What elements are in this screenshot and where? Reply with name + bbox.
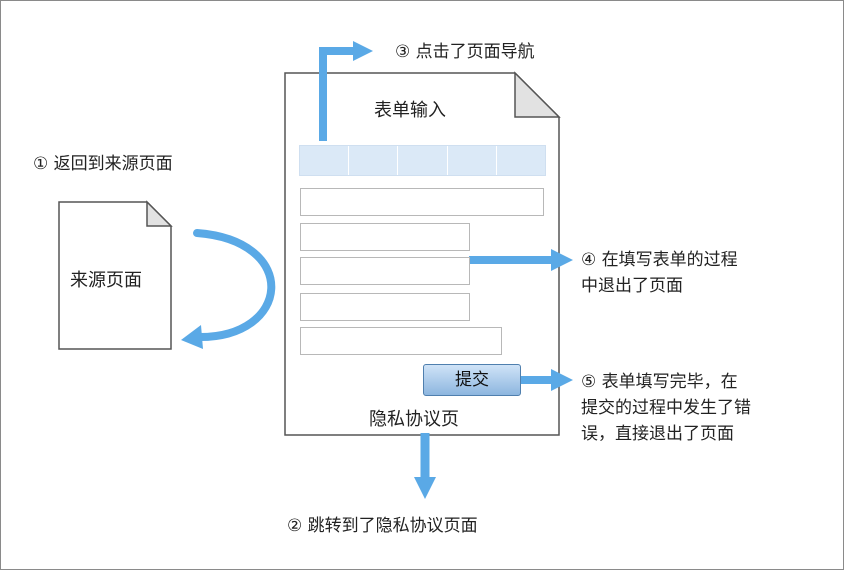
annotation-exit-submit-line1: ⑤ 表单填写完毕，在 xyxy=(581,372,738,392)
form-field-1[interactable] xyxy=(300,188,544,216)
nav-item[interactable] xyxy=(349,146,399,175)
submit-button[interactable]: 提交 xyxy=(423,364,521,396)
annotation-exit-submit: ⑤ 表单填写完毕，在 提交的过程中发生了错 误，直接退出了页面 xyxy=(581,369,751,447)
nav-item[interactable] xyxy=(448,146,497,175)
form-field-3[interactable] xyxy=(300,257,470,285)
arrow-exit-submit xyxy=(521,369,573,391)
nav-item[interactable] xyxy=(300,146,350,175)
arrow-exit-filling xyxy=(469,249,573,271)
annotation-exit-filling-line1: ④ 在填写表单的过程 xyxy=(581,250,738,270)
source-document-fold xyxy=(146,200,173,227)
form-field-4[interactable] xyxy=(300,293,470,321)
page-navigation-bar[interactable] xyxy=(299,145,546,176)
arrow-jump-privacy xyxy=(414,433,436,499)
annotation-exit-filling: ④ 在填写表单的过程 中退出了页面 xyxy=(581,247,738,299)
privacy-link[interactable]: 隐私协议页 xyxy=(369,409,459,430)
nav-item[interactable] xyxy=(497,146,545,175)
annotation-exit-submit-line3: 误，直接退出了页面 xyxy=(581,424,734,444)
source-page-label: 来源页面 xyxy=(70,270,142,291)
form-title: 表单输入 xyxy=(374,100,446,121)
form-field-2[interactable] xyxy=(300,223,470,251)
form-field-5[interactable] xyxy=(300,327,502,355)
annotation-back-to-source: ① 返回到来源页面 xyxy=(33,154,173,174)
source-document xyxy=(58,201,172,350)
nav-item[interactable] xyxy=(398,146,448,175)
arrow-click-nav xyxy=(319,41,373,141)
arrow-back-to-source xyxy=(181,229,276,349)
annotation-jump-privacy: ② 跳转到了隐私协议页面 xyxy=(287,516,478,536)
form-document-fold xyxy=(514,71,561,118)
annotation-exit-submit-line2: 提交的过程中发生了错 xyxy=(581,398,751,418)
annotation-exit-filling-line2: 中退出了页面 xyxy=(581,276,683,296)
annotation-click-nav: ③ 点击了页面导航 xyxy=(395,42,535,62)
